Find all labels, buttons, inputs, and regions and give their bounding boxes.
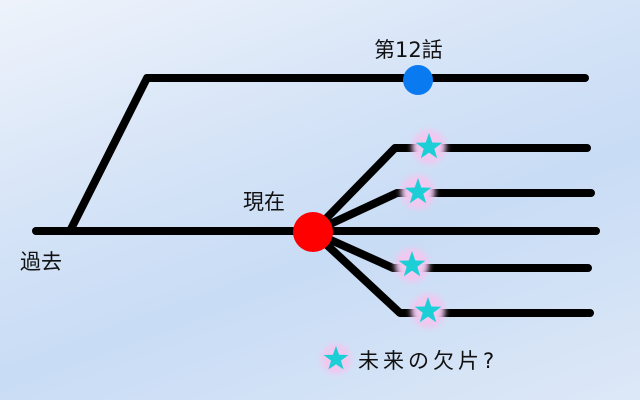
star-icon <box>401 175 435 209</box>
star-icon <box>395 248 429 282</box>
legend-label: 未来の欠片? <box>358 349 499 373</box>
episode-12-dot <box>403 65 433 95</box>
legend-star-icon <box>321 344 351 374</box>
present-label: 現在 <box>243 190 285 214</box>
future-branch-2 <box>309 189 595 236</box>
episode-label: 第12話 <box>374 38 443 62</box>
past-branch-line <box>66 74 589 235</box>
present-dot <box>293 212 333 252</box>
past-label: 過去 <box>20 250 62 274</box>
star-icon <box>411 294 445 328</box>
future-branch-4 <box>309 228 594 317</box>
future-branch-1 <box>309 144 591 236</box>
future-fragment-stars <box>321 130 446 374</box>
future-branch-3 <box>309 228 592 272</box>
star-icon <box>412 130 446 164</box>
